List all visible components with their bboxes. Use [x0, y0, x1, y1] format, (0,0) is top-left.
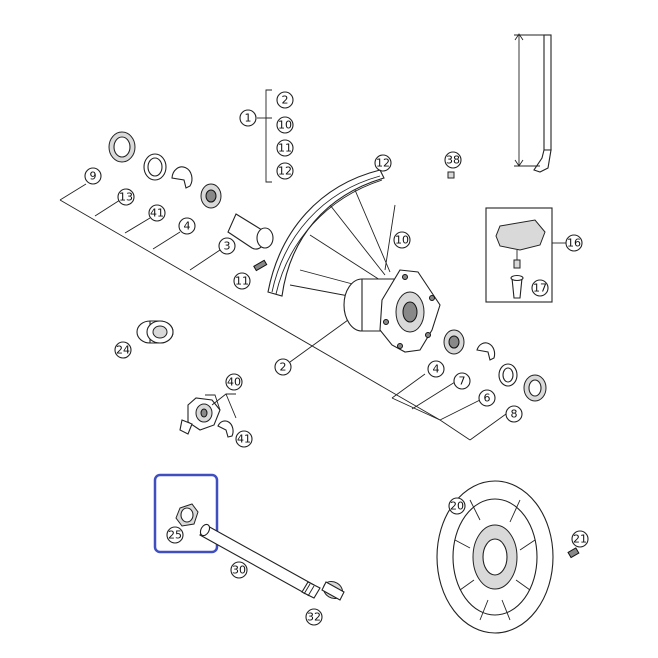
valve-box: [485, 207, 553, 303]
callout-11-group: 11: [276, 139, 294, 157]
callout-2-group: 2: [276, 91, 294, 109]
callout-4-top: 4: [178, 217, 196, 235]
callout-20: 20: [448, 497, 466, 515]
callout-3: 3: [218, 237, 236, 255]
speedo-drive-part-40: [179, 394, 221, 435]
svg-text:38: 38: [446, 154, 460, 167]
svg-text:4: 4: [433, 363, 440, 376]
svg-text:3: 3: [224, 240, 231, 253]
svg-text:24: 24: [116, 344, 130, 357]
callout-7: 7: [453, 372, 471, 390]
spoke-part: [514, 33, 552, 173]
svg-text:21: 21: [573, 533, 587, 546]
leader-lines-top: [59, 183, 507, 441]
svg-text:12: 12: [278, 165, 292, 178]
callout-41-bottom: 41: [235, 430, 253, 448]
spacer-part-8: [523, 374, 547, 402]
circlip-part-41-bottom: [217, 420, 234, 438]
callout-25: 25: [166, 526, 184, 544]
brake-disc-part-20: [436, 480, 554, 634]
svg-text:30: 30: [232, 564, 246, 577]
callout-24: 24: [114, 341, 132, 359]
callout-32: 32: [305, 608, 323, 626]
nipple-part-11: [253, 259, 268, 272]
svg-text:6: 6: [484, 392, 491, 405]
callout-1-group: [257, 89, 272, 183]
svg-text:13: 13: [119, 191, 133, 204]
circlip-part-7: [476, 342, 496, 361]
circlip-part-41: [171, 166, 193, 189]
valve-cap-part-38: [447, 171, 455, 179]
svg-text:10: 10: [395, 234, 409, 247]
svg-text:17: 17: [533, 282, 547, 295]
callout-6: 6: [478, 389, 496, 407]
highlight-box: [153, 473, 219, 554]
bolt-part-21: [567, 547, 580, 559]
svg-text:11: 11: [235, 275, 249, 288]
svg-text:32: 32: [307, 611, 321, 624]
svg-text:11: 11: [278, 142, 292, 155]
nut-part-25: [175, 503, 199, 527]
svg-text:40: 40: [227, 376, 241, 389]
svg-text:10: 10: [278, 119, 292, 132]
svg-text:9: 9: [90, 170, 97, 183]
spacer-part-3: [227, 213, 274, 250]
cap-part-32: [321, 580, 345, 601]
callout-41-top: 41: [148, 204, 166, 222]
rim-part-12: [267, 169, 385, 297]
callout-8: 8: [505, 405, 523, 423]
spacer-part-24: [136, 320, 174, 344]
hub-part-2: [343, 269, 441, 353]
svg-text:2: 2: [280, 361, 287, 374]
bearing-part-4: [200, 183, 222, 209]
svg-text:16: 16: [567, 237, 581, 250]
callout-21: 21: [571, 530, 589, 548]
svg-text:20: 20: [450, 500, 464, 513]
seal-part-9: [108, 131, 136, 163]
callout-16: 16: [552, 234, 583, 252]
callout-38: 38: [444, 151, 462, 169]
svg-text:1: 1: [245, 112, 252, 125]
svg-text:12: 12: [376, 157, 390, 170]
callout-2: 2: [274, 358, 292, 376]
callout-1: 1: [239, 109, 257, 127]
callout-30: 30: [230, 561, 248, 579]
svg-text:25: 25: [168, 529, 182, 542]
svg-text:41: 41: [237, 433, 251, 446]
callout-10: 10: [393, 231, 411, 249]
svg-text:2: 2: [282, 94, 289, 107]
ring-part-13: [143, 153, 167, 181]
callout-10-group: 10: [276, 116, 294, 134]
callout-12-group: 12: [276, 162, 294, 180]
bearing-part-4-right: [443, 329, 465, 355]
callout-12: 12: [374, 154, 392, 172]
callout-17: 17: [531, 279, 549, 297]
svg-text:7: 7: [459, 375, 466, 388]
callout-4-bottom: 4: [427, 360, 445, 378]
callout-11: 11: [233, 272, 251, 290]
svg-text:4: 4: [184, 220, 191, 233]
svg-text:41: 41: [150, 207, 164, 220]
callout-40-bracket: [211, 393, 237, 419]
svg-text:8: 8: [511, 408, 518, 421]
callout-13: 13: [117, 188, 135, 206]
callout-40: 40: [225, 373, 243, 391]
callout-9: 9: [84, 167, 102, 185]
ring-part-6: [498, 363, 518, 387]
axle-part-30: [199, 523, 321, 599]
